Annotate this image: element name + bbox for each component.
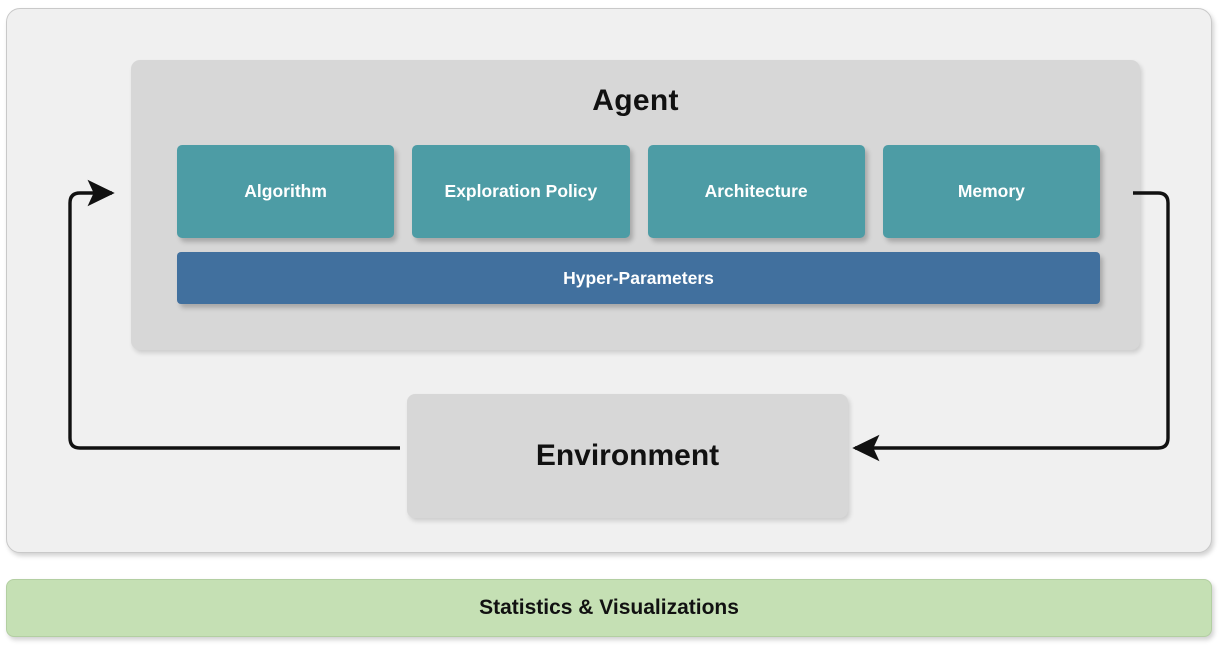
- hyper-parameters-bar[interactable]: Hyper-Parameters: [177, 252, 1100, 304]
- rl-loop-panel: Agent Algorithm Exploration Policy Archi…: [6, 8, 1212, 553]
- agent-component-algorithm[interactable]: Algorithm: [177, 145, 395, 238]
- environment-box[interactable]: Environment: [407, 394, 848, 518]
- agent-title: Agent: [592, 84, 679, 117]
- statistics-visualizations-banner[interactable]: Statistics & Visualizations: [6, 579, 1212, 637]
- agent-component-architecture[interactable]: Architecture: [647, 145, 865, 238]
- agent-component-exploration-policy[interactable]: Exploration Policy: [412, 145, 630, 238]
- agent-component-row: Algorithm Exploration Policy Architectur…: [177, 145, 1100, 238]
- agent-panel: Agent Algorithm Exploration Policy Archi…: [131, 60, 1140, 350]
- agent-component-memory[interactable]: Memory: [882, 145, 1100, 238]
